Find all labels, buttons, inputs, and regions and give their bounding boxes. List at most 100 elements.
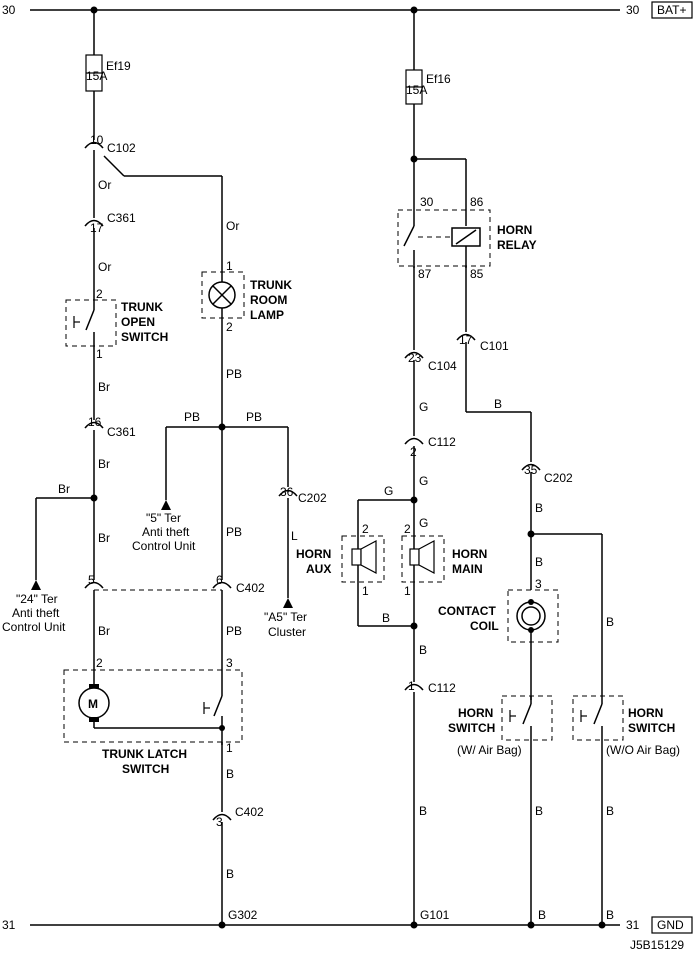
rail-top-num-right: 30 (626, 3, 640, 17)
wire-or-1: Or (98, 178, 111, 192)
tera5-line1: "A5" Ter (264, 610, 307, 624)
aux-pin-top: 2 (362, 522, 369, 536)
aux-pin-bot: 1 (362, 584, 369, 598)
wire-br-3: Br (58, 482, 70, 496)
wire-or-2: Or (226, 219, 239, 233)
horn-switch-noairbag-label: HORN SWITCH (W/O Air Bag) (606, 706, 680, 757)
wire-pb-4: PB (226, 525, 242, 539)
c402a-pin-right: 6 (216, 573, 223, 587)
wire-or-3: Or (98, 260, 111, 274)
rail-top-num-left: 30 (2, 3, 16, 17)
c104-pin: 23 (408, 351, 422, 365)
wire-b-85-2: B (535, 501, 543, 515)
ter24-line3: Control Unit (2, 620, 66, 634)
ef19-rating: 15A (86, 69, 107, 83)
wire-pb-5: PB (226, 624, 242, 638)
wire-br-1: Br (98, 380, 110, 394)
c102-pin: 10 (90, 133, 104, 147)
tera5-line2: Cluster (268, 625, 306, 639)
coil-label-2: COIL (470, 619, 499, 633)
wire-g-4: G (419, 516, 428, 530)
wire-pb-3: PB (246, 410, 262, 424)
coil-label-1: CONTACT (438, 604, 496, 618)
wire-g-1: G (419, 400, 428, 414)
c202b-label: C202 (544, 471, 573, 485)
wire-b-ground-3: B (538, 908, 546, 922)
wire-b-horn-3: B (419, 804, 427, 818)
c102-label: C102 (107, 141, 136, 155)
relay-pin-87: 87 (418, 267, 432, 281)
hs-noairbag-label-2: SWITCH (628, 721, 675, 735)
wire-b-85-3: B (535, 555, 543, 569)
tos-label-1: TRUNK (121, 300, 163, 314)
ter5-destination: "5" Ter Anti theft Control Unit (132, 511, 196, 553)
c402a-pin-left: 5 (88, 573, 95, 587)
lamp-pin-bot: 2 (226, 320, 233, 334)
relay-pin-85: 85 (470, 267, 484, 281)
wire-b-horn-2: B (419, 643, 427, 657)
wire-pb-2: PB (184, 410, 200, 424)
ter5-line1: "5" Ter (146, 511, 181, 525)
ter5-line3: Control Unit (132, 539, 196, 553)
c361a-pin: 17 (90, 221, 104, 235)
c101-label: C101 (480, 339, 509, 353)
rail-bot-num-left: 31 (2, 918, 16, 932)
g302-label: G302 (228, 908, 258, 922)
tos-label-2: OPEN (121, 315, 155, 329)
main-label-1: HORN (452, 547, 487, 561)
wire-l-1: L (291, 529, 298, 543)
wire-br-2: Br (98, 457, 110, 471)
relay-pin-30: 30 (420, 195, 434, 209)
c361b-label: C361 (107, 425, 136, 439)
gnd-rail: 31 31 GND G302 G101 B B (2, 908, 693, 934)
wire-b-latch-1: B (226, 767, 234, 781)
c112b-label: C112 (428, 681, 456, 695)
lamp-label-1: TRUNK (250, 278, 292, 292)
latch-pin-sw-top: 3 (226, 656, 233, 670)
c104-label: C104 (428, 359, 457, 373)
hs-airbag-label-3: (W/ Air Bag) (457, 743, 522, 757)
ter5-line2: Anti theft (142, 525, 190, 539)
main-label-2: MAIN (452, 562, 483, 576)
c112b-pin: 1 (408, 679, 415, 693)
g101-label: G101 (420, 908, 450, 922)
wire-g-2: G (419, 474, 428, 488)
hs-airbag-label-2: SWITCH (448, 721, 495, 735)
hs-airbag-label-1: HORN (458, 706, 493, 720)
main-pin-top: 2 (404, 522, 411, 536)
horn-main-label: HORN MAIN (452, 547, 487, 576)
wire-b-85-4: B (606, 615, 614, 629)
tos-pin-bot: 1 (96, 347, 103, 361)
bat-plus-box: BAT+ (657, 3, 686, 17)
hs-noairbag-label-3: (W/O Air Bag) (606, 743, 680, 757)
ter24-line1: "24" Ter (16, 592, 58, 606)
ef16-name: Ef16 (426, 72, 451, 86)
tos-pin-top: 2 (96, 287, 103, 301)
c402b-label: C402 (235, 805, 264, 819)
wire-br-4: Br (98, 531, 110, 545)
wire-pb-1: PB (226, 367, 242, 381)
aux-label-2: AUX (306, 562, 331, 576)
c202a-pin: 36 (280, 485, 294, 499)
coil-pin: 3 (535, 577, 542, 591)
relay-pin-86: 86 (470, 195, 484, 209)
c202a-label: C202 (298, 491, 327, 505)
figure-code: J5B15129 (630, 938, 684, 952)
gnd-box: GND (657, 918, 684, 932)
ef19-name: Ef19 (106, 59, 131, 73)
tera5-destination: "A5" Ter Cluster (264, 610, 307, 639)
hs-noairbag-label-1: HORN (628, 706, 663, 720)
trunk-room-lamp-label: TRUNK ROOM LAMP (250, 278, 292, 322)
trunk-latch-switch-label: TRUNK LATCH SWITCH (102, 747, 187, 776)
c112a-label: C112 (428, 435, 456, 449)
aux-label-1: HORN (296, 547, 331, 561)
latch-pin-motor: 2 (96, 656, 103, 670)
lamp-pin-top: 1 (226, 259, 233, 273)
wire-g-3: G (384, 484, 393, 498)
horn-relay-label: HORN RELAY (497, 223, 537, 252)
motor-symbol: M (88, 697, 98, 711)
main-pin-bot: 1 (404, 584, 411, 598)
trunk-room-lamp-branch: 1 2 TRUNK ROOM LAMP PB PB PB "5" Ter Ant… (132, 259, 327, 639)
c361a-label: C361 (107, 211, 136, 225)
